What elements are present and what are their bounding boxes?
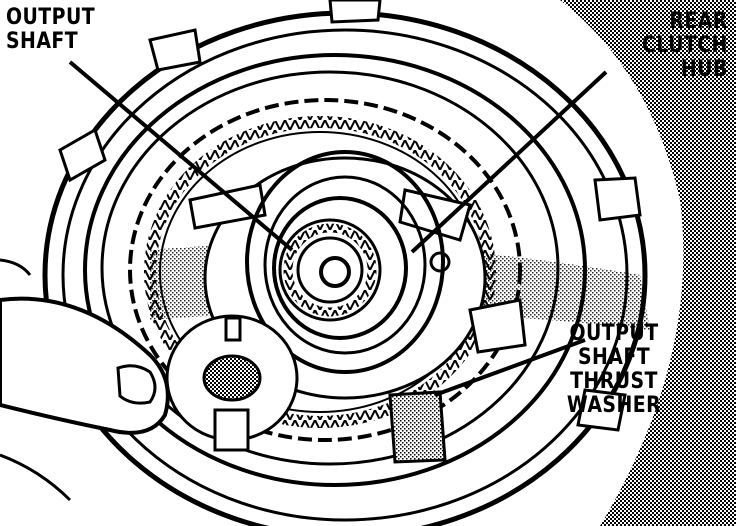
housing-shading xyxy=(560,0,736,526)
thrust-washer-graphic xyxy=(165,314,299,452)
output-shaft-graphic xyxy=(278,218,382,322)
leader-lines xyxy=(68,60,608,397)
output-shaft-thrust-washer-label: OUTPUT SHAFT THRUST WASHER xyxy=(566,321,662,418)
ring-gear xyxy=(144,116,496,428)
rear-clutch-hub-label: REAR CLUTCH HUB xyxy=(642,9,728,82)
ring-lugs xyxy=(58,0,642,432)
finger-graphic xyxy=(0,258,170,502)
output-shaft-label: OUTPUT SHAFT xyxy=(6,5,96,54)
rear-clutch-hub-graphic xyxy=(245,150,445,374)
